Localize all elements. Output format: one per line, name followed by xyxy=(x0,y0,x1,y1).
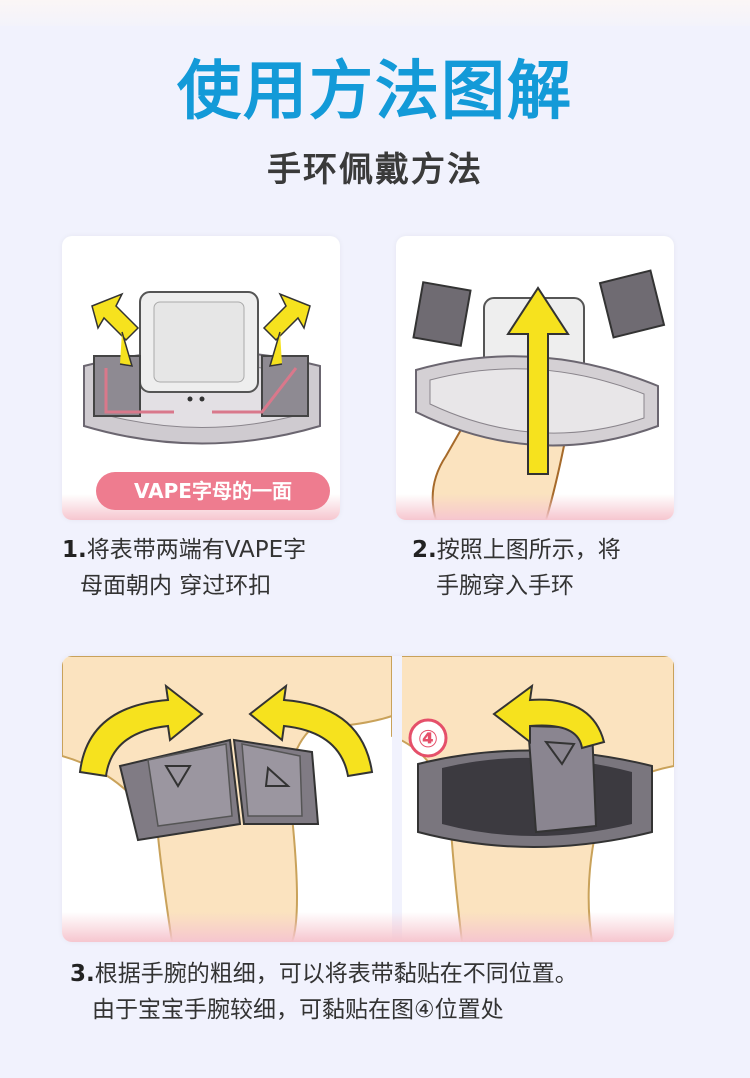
card-edge-gradient xyxy=(62,912,674,942)
arrow-up-icon xyxy=(506,286,570,475)
illustration-card-3: ④ xyxy=(62,656,674,942)
position-marker-label: ④ xyxy=(418,725,438,753)
hand-through-strap-illustration xyxy=(412,269,666,520)
step-number: 2. xyxy=(412,537,437,563)
step-line: 根据手腕的粗细，可以将表带黏贴在不同位置。 xyxy=(94,961,578,987)
step-number: 3. xyxy=(70,961,95,987)
strap-threading-illustration xyxy=(83,291,321,445)
top-strip xyxy=(0,0,750,26)
position-marker-icon xyxy=(408,718,448,758)
arrow-up-left-icon xyxy=(91,292,140,342)
illustration-card-1: VAPE字母的一面 xyxy=(62,236,340,520)
step-line: 母面朝内 穿过环扣 xyxy=(80,573,272,599)
step-number: 1. xyxy=(62,537,87,563)
page-title: 使用方法图解 xyxy=(177,55,573,129)
step-1-text: 1.将表带两端有VAPE字 母面朝内 穿过环扣 xyxy=(62,532,362,604)
wrist-fastening-illustration: ④ xyxy=(62,656,674,942)
step-3-text: 3.根据手腕的粗细，可以将表带黏贴在不同位置。 由于宝宝手腕较细，可黏贴在图④位… xyxy=(70,956,710,1028)
step-line: 手腕穿入手环 xyxy=(436,573,574,599)
arrow-up-right-icon xyxy=(262,292,311,342)
curved-arrow-right-icon xyxy=(78,683,204,778)
vape-side-badge: VAPE字母的一面 xyxy=(96,472,330,510)
step-line: 由于宝宝手腕较细，可黏贴在图④位置处 xyxy=(92,997,504,1023)
step-line: 将表带两端有VAPE字 xyxy=(86,537,307,563)
card-edge-gradient xyxy=(396,494,674,520)
illustration-card-2 xyxy=(396,236,674,520)
step-line: 按照上图所示，将 xyxy=(436,537,621,563)
curved-arrow-left-icon xyxy=(248,683,374,778)
panel-divider xyxy=(392,656,402,942)
page-subtitle: 手环佩戴方法 xyxy=(267,150,483,190)
step-2-text: 2.按照上图所示，将 手腕穿入手环 xyxy=(412,532,712,604)
curved-arrow-left-icon xyxy=(492,683,606,750)
